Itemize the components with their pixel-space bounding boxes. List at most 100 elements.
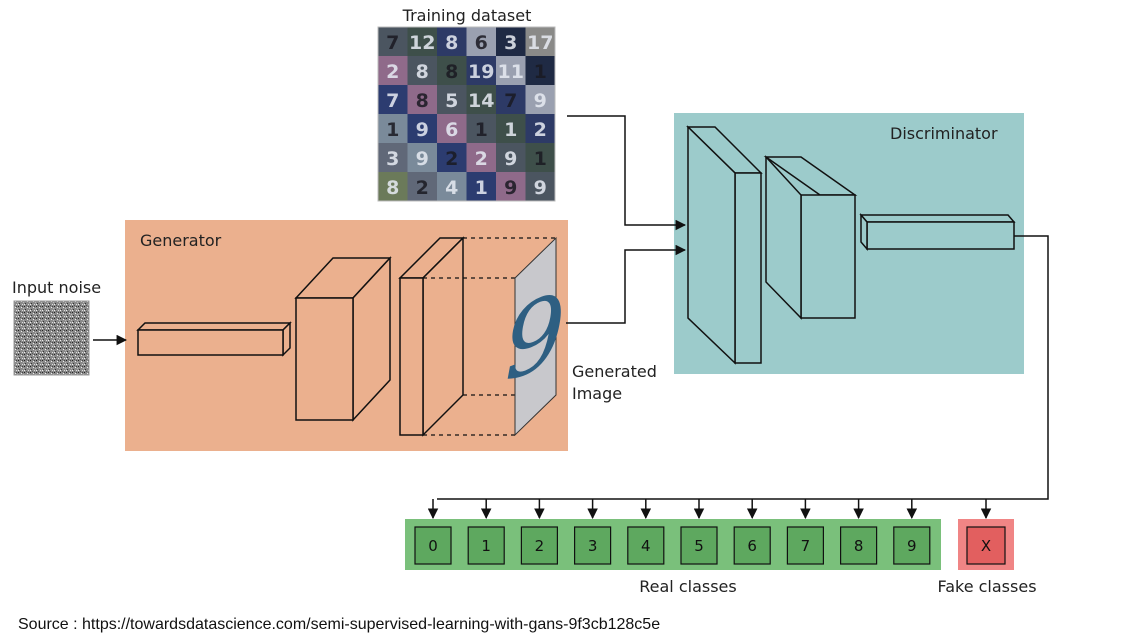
dataset-digit: 9 — [534, 177, 547, 199]
connectors — [93, 115, 1049, 520]
input-noise: Input noise — [12, 278, 101, 376]
dataset-cell — [496, 172, 526, 202]
dataset-cell — [437, 114, 467, 144]
generator-label: Generator — [140, 231, 222, 250]
dataset-digit: 7 — [386, 90, 399, 112]
dataset-cell — [466, 114, 497, 144]
dataset-digit: 19 — [468, 61, 494, 83]
dataset-digit: 2 — [416, 177, 429, 199]
real-class-box — [839, 526, 878, 565]
dataset-cell — [437, 172, 467, 202]
dataset-cell — [525, 56, 556, 86]
dataset-digit: 6 — [475, 32, 488, 54]
real-class-label: 1 — [481, 537, 491, 555]
generator-layer-2 — [294, 256, 392, 422]
real-class-box — [467, 526, 505, 565]
dataset-cell — [378, 85, 408, 115]
class-arrows — [427, 499, 992, 520]
dataset-cell — [407, 143, 438, 173]
discriminator-layer-3 — [859, 212, 1016, 252]
dataset-digit: 3 — [386, 148, 399, 170]
dataset-digit: 7 — [386, 32, 399, 54]
generator-panel: Generator 9 — [125, 220, 568, 451]
dataset-digit: 1 — [386, 119, 399, 141]
dataset-cell — [496, 114, 526, 144]
generator-layer-1 — [136, 321, 292, 357]
generator-layer-3 — [398, 236, 465, 437]
real-class-box — [786, 526, 825, 565]
dataset-cell — [407, 85, 438, 115]
real-class-label: 3 — [588, 537, 598, 555]
dataset-digit: 2 — [475, 148, 488, 170]
dataset-cell — [496, 85, 526, 115]
dataset-digit: 8 — [445, 32, 458, 54]
dataset-digit: 1 — [534, 61, 547, 83]
dataset-digit: 2 — [445, 148, 458, 170]
dataset-cell — [466, 27, 497, 57]
dataset-cell — [466, 172, 497, 202]
dataset-digit: 9 — [416, 148, 429, 170]
dataset-digit: 9 — [534, 90, 547, 112]
dataset-digit: 12 — [409, 32, 435, 54]
dataset-cell — [496, 143, 526, 173]
dataset-digit: 1 — [475, 177, 488, 199]
input-noise-image — [13, 300, 90, 376]
real-class-box — [733, 526, 771, 565]
dataset-digit: 6 — [445, 119, 458, 141]
real-class-box — [573, 526, 612, 565]
dataset-digit: 8 — [386, 177, 399, 199]
source-citation: Source : https://towardsdatascience.com/… — [18, 616, 661, 633]
dataset-digit: 1 — [534, 148, 547, 170]
dataset-digit: 2 — [534, 119, 547, 141]
discriminator-layer-2 — [763, 155, 858, 320]
dataset-digit: 5 — [445, 90, 458, 112]
dataset-digit: 8 — [416, 61, 429, 83]
real-class-box — [414, 526, 452, 565]
dataset-digit: 11 — [498, 61, 524, 83]
discriminator-panel: Discriminator — [674, 113, 1024, 374]
dataset-to-discriminator-arrow — [567, 115, 687, 231]
dataset-cell — [378, 56, 408, 86]
dataset-cell — [407, 27, 438, 57]
dataset-cell — [437, 85, 467, 115]
real-class-box — [680, 526, 718, 565]
real-class-box — [893, 526, 931, 565]
dataset-cell — [466, 56, 497, 86]
dataset-digit: 17 — [527, 32, 553, 54]
generated-image-label-line2: Image — [572, 384, 622, 403]
fake-classes-label: Fake classes — [937, 577, 1036, 596]
dataset-cell — [378, 143, 408, 173]
dataset-cell — [378, 27, 408, 57]
dataset-digit: 8 — [445, 61, 458, 83]
discriminator-layer-1 — [686, 125, 763, 365]
dataset-cell — [466, 143, 497, 173]
dataset-digit: 9 — [416, 119, 429, 141]
dataset-cell — [496, 27, 526, 57]
dataset-digit: 1 — [475, 119, 488, 141]
dataset-cell — [437, 27, 467, 57]
dataset-digit: 9 — [504, 148, 517, 170]
dataset-cell — [525, 114, 556, 144]
input-noise-label: Input noise — [12, 278, 101, 297]
dataset-cell — [407, 114, 438, 144]
generated-image: 9 — [504, 236, 566, 437]
dataset-cell — [525, 143, 556, 173]
real-classes-label: Real classes — [639, 577, 736, 596]
dataset-cell — [525, 27, 556, 57]
generated-to-discriminator-arrow — [566, 244, 687, 324]
generated-image-caption: Generated Image — [572, 362, 657, 403]
dataset-digit: 4 — [445, 177, 458, 199]
real-class-label: 6 — [747, 537, 757, 555]
dataset-cell — [466, 85, 497, 115]
training-dataset-label: Training dataset — [402, 6, 532, 25]
real-class-box — [520, 526, 559, 565]
dataset-cell — [437, 56, 467, 86]
dataset-digit: 7 — [504, 90, 517, 112]
real-class-label: 2 — [535, 537, 545, 555]
dataset-digit: 3 — [504, 32, 517, 54]
dataset-digit: 14 — [468, 90, 494, 112]
dataset-cell — [407, 172, 438, 202]
